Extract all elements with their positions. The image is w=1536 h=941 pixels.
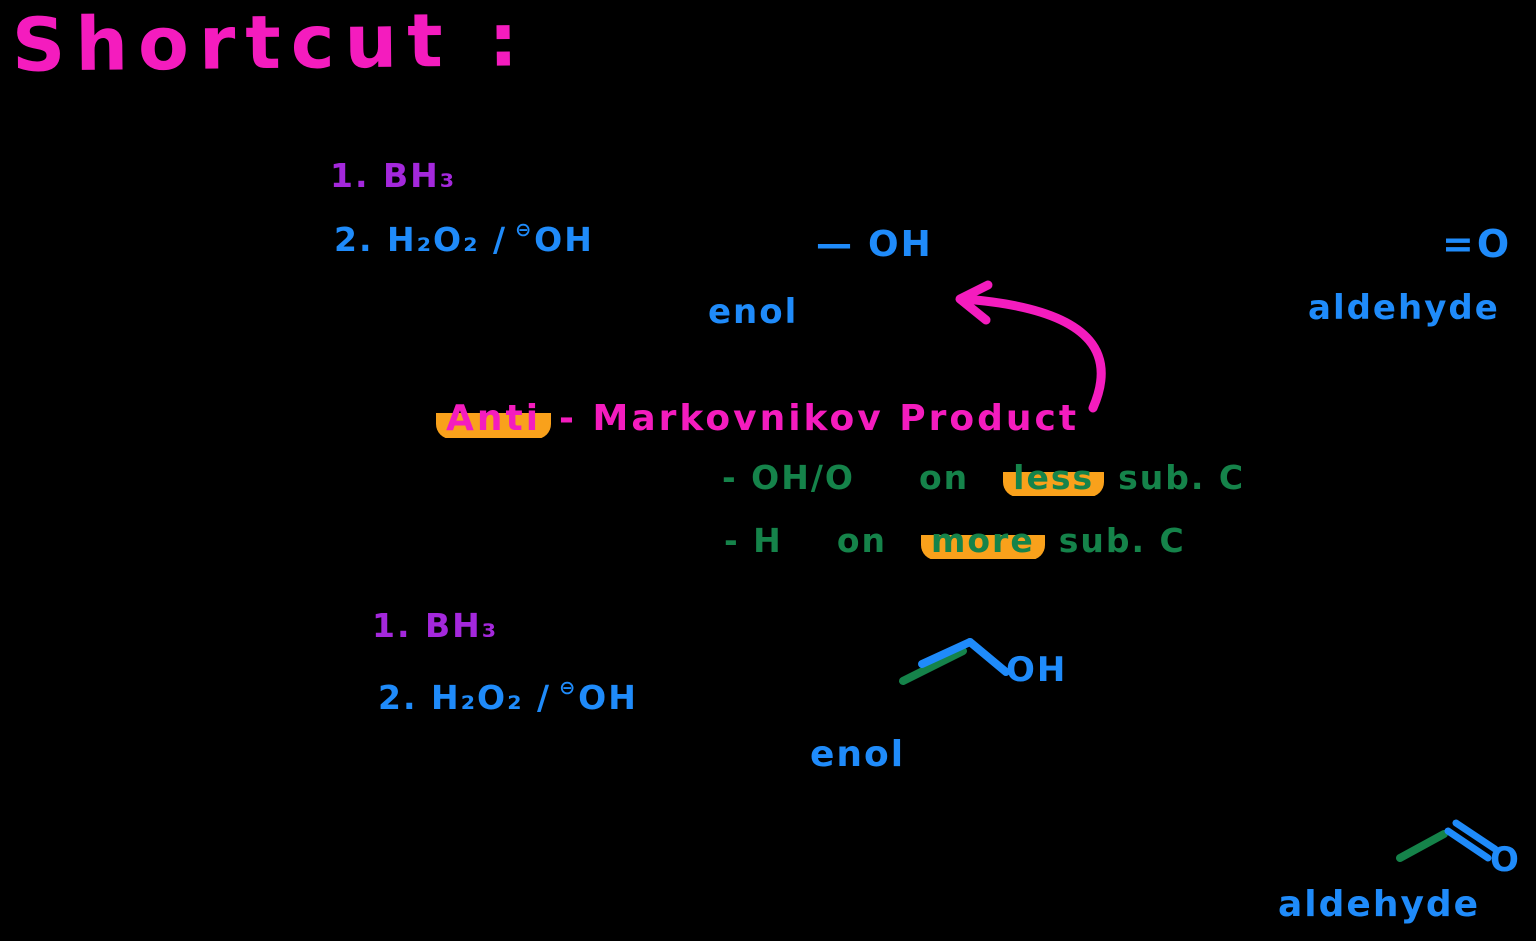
curved-arrow-shaft — [959, 294, 1106, 413]
aldehyde-c-c-bond-green — [1396, 830, 1448, 862]
oh-group: OH — [868, 224, 933, 265]
curved-arrow-head — [955, 280, 993, 325]
product-heading: Anti- Markovnikov Product — [436, 398, 1079, 439]
bottom-aldehyde-label: aldehyde — [1278, 884, 1481, 925]
negative-charge-icon: ⊖ — [515, 218, 534, 242]
enol-double-bond-green-stroke — [899, 647, 967, 685]
page-title: Shortcut : — [11, 0, 529, 89]
bottom-step2-prefix: 2. H₂O₂ / — [378, 678, 552, 717]
top-reagent-step2: 2. H₂O₂ / ⊖OH — [334, 218, 594, 259]
top-reagent-step1: 1. BH₃ — [330, 156, 457, 195]
enol-c-o-bond — [966, 638, 1010, 676]
bottom-aldehyde-o-atom: O — [1490, 840, 1521, 880]
aldehyde-double-bond-stroke1 — [1444, 827, 1492, 862]
highlighted-word-anti: Anti — [436, 398, 552, 439]
note-line-oh: - OH/O on less sub. C — [722, 458, 1245, 497]
curved-arrow-icon — [955, 280, 1106, 413]
aldehyde-double-bond-stroke2 — [1452, 819, 1499, 853]
top-step2-hydroxide: OH — [534, 220, 594, 259]
note2-suffix: sub. C — [1058, 521, 1186, 560]
highlighted-word-less: less — [1003, 458, 1105, 497]
aldehyde-structure — [1396, 819, 1499, 862]
negative-charge-icon: ⊖ — [559, 676, 578, 700]
bottom-reagent-step2: 2. H₂O₂ / ⊖OH — [378, 676, 638, 717]
note1-suffix: sub. C — [1118, 458, 1246, 497]
top-aldehyde-label: aldehyde — [1308, 288, 1500, 328]
top-enol-label: enol — [708, 292, 799, 332]
note1-prefix: - OH/O — [722, 458, 855, 497]
note1-on: on — [918, 458, 970, 497]
top-step2-prefix: 2. H₂O₂ / — [334, 220, 508, 259]
note2-on: on — [836, 521, 887, 560]
note-line-h: - H on more sub. C — [724, 521, 1186, 560]
bottom-reagent-step1: 1. BH₃ — [372, 606, 499, 645]
bottom-enol-oh-group: OH — [1006, 650, 1068, 690]
bottom-step2-hydroxide: OH — [578, 678, 638, 717]
top-enol-oh-group: — OH — [816, 224, 933, 265]
highlighted-word-more: more — [920, 521, 1045, 560]
top-aldehyde-formula: =O — [1442, 222, 1513, 266]
bottom-enol-label: enol — [810, 734, 906, 775]
enol-structure — [899, 638, 1010, 685]
bond-dash: — — [816, 224, 854, 265]
enol-double-bond-blue-stroke — [918, 638, 974, 668]
note2-prefix: - H — [724, 521, 783, 560]
product-heading-rest: - Markovnikov Product — [559, 398, 1080, 439]
